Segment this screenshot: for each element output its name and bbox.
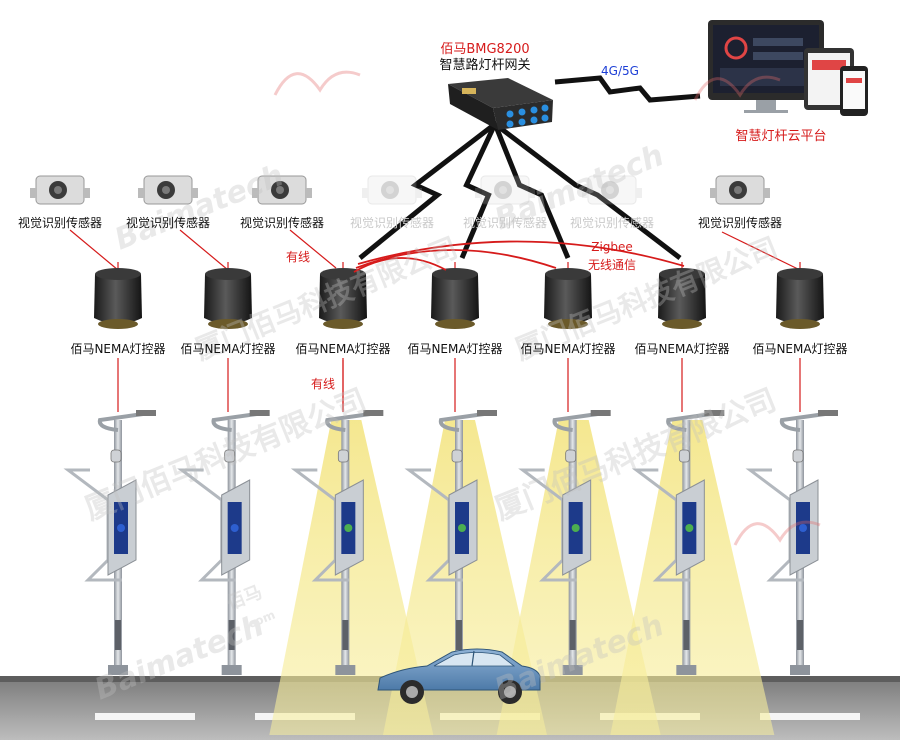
street-pole: [290, 410, 384, 675]
street-pole: [177, 410, 270, 675]
wireless-links: [358, 122, 682, 260]
sensor-device: [475, 175, 535, 205]
gateway-device-image: [448, 78, 553, 130]
sensor-label: 视觉识别传感器: [349, 216, 435, 230]
gateway-name: 智慧路灯杆网关: [439, 58, 531, 73]
controller-label: 佰马NEMA灯控器: [295, 342, 391, 356]
zigbee-links: [353, 240, 685, 273]
sensor-label: 视觉识别传感器: [462, 216, 548, 230]
controller-device: [776, 268, 824, 329]
light-beam: [269, 420, 434, 735]
sensor-to-controller-link: [179, 229, 229, 271]
wired-label-top: 有线: [285, 250, 311, 264]
controller-label: 佰马NEMA灯控器: [752, 342, 848, 356]
cloud-platform-label: 智慧灯杆云平台: [735, 129, 827, 144]
controller-device: [94, 268, 142, 329]
zigbee-label: Zigbee: [591, 240, 633, 254]
wireless-bolt: [493, 122, 682, 260]
controller-device: [319, 268, 367, 329]
controller-label: 佰马NEMA灯控器: [520, 342, 616, 356]
sensor-label: 视觉识别传感器: [125, 216, 211, 230]
sensor-device: [582, 175, 642, 205]
sensor-device: [252, 175, 312, 205]
car-image: [377, 648, 541, 704]
sensor-to-controller-link: [721, 231, 801, 271]
sensor-device: [138, 175, 198, 205]
watermark-brand: Baimatech: [110, 158, 289, 257]
street-poles: [63, 410, 838, 675]
sensor-to-controller-link: [289, 229, 337, 269]
controller-label: 佰马NEMA灯控器: [70, 342, 166, 356]
sensor-label: 视觉识别传感器: [17, 216, 103, 230]
light-beam: [496, 420, 661, 735]
street-pole: [518, 410, 611, 675]
street-pole: [63, 410, 156, 675]
gateway-model: 佰马BMG8200: [440, 42, 530, 57]
wireless-label: 无线通信: [587, 258, 637, 272]
wired-label-bottom: 有线: [310, 377, 336, 391]
lane-mark: [95, 713, 195, 720]
sensor-label: 视觉识别传感器: [569, 216, 655, 230]
lane-mark: [760, 713, 860, 720]
sensor-to-controller-link: [69, 229, 119, 271]
controller-label: 佰马NEMA灯控器: [634, 342, 730, 356]
controller-label: 佰马NEMA灯控器: [407, 342, 503, 356]
controller-device: [544, 268, 592, 329]
sensor-device: [362, 175, 422, 205]
watermark-logo-marks: [273, 70, 821, 546]
controller-device: [431, 268, 479, 329]
sensors-row: [30, 175, 770, 205]
cloud-platform-devices: [708, 20, 868, 116]
sensor-device: [710, 175, 770, 205]
sensor-label: 视觉识别传感器: [697, 216, 783, 230]
controller-label: 佰马NEMA灯控器: [180, 342, 276, 356]
light-beam: [610, 420, 775, 735]
street-pole: [745, 410, 838, 675]
sensor-device: [30, 175, 90, 205]
controllers-row: [94, 268, 824, 329]
controller-device: [658, 268, 706, 329]
controller-device: [204, 268, 252, 329]
street-pole: [631, 410, 725, 675]
sensor-label: 视觉识别传感器: [239, 216, 325, 230]
wireless-bolt: [358, 122, 497, 260]
network-label: 4G/5G: [601, 64, 639, 78]
watermark-company-2: 厦门佰马科技有限公司: [490, 383, 781, 528]
network-link-bolt: [554, 75, 701, 103]
wireless-bolt: [459, 122, 498, 259]
wireless-bolt: [492, 123, 571, 259]
